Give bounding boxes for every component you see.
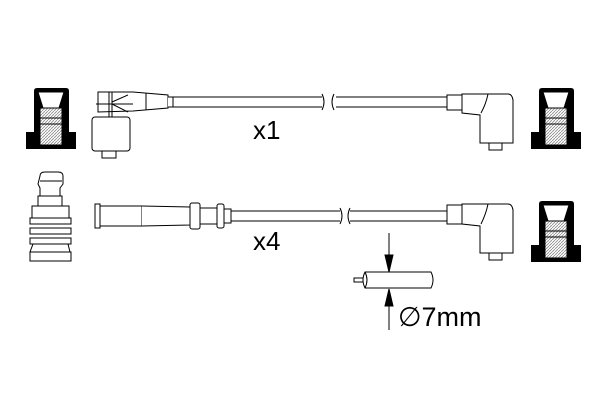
diameter-label: ∅7mm bbox=[398, 302, 482, 332]
plug-terminal-left-2 bbox=[29, 171, 72, 262]
cable-2 bbox=[94, 202, 514, 261]
terminal-cap-right-2 bbox=[531, 201, 581, 262]
cable-1 bbox=[91, 91, 514, 159]
quantity-label-x4: x4 bbox=[253, 226, 281, 256]
diameter-dimension bbox=[353, 233, 434, 330]
terminal-cap-left-1 bbox=[26, 88, 76, 149]
quantity-label-x1: x1 bbox=[253, 115, 281, 145]
terminal-cap-right-1 bbox=[531, 88, 581, 149]
